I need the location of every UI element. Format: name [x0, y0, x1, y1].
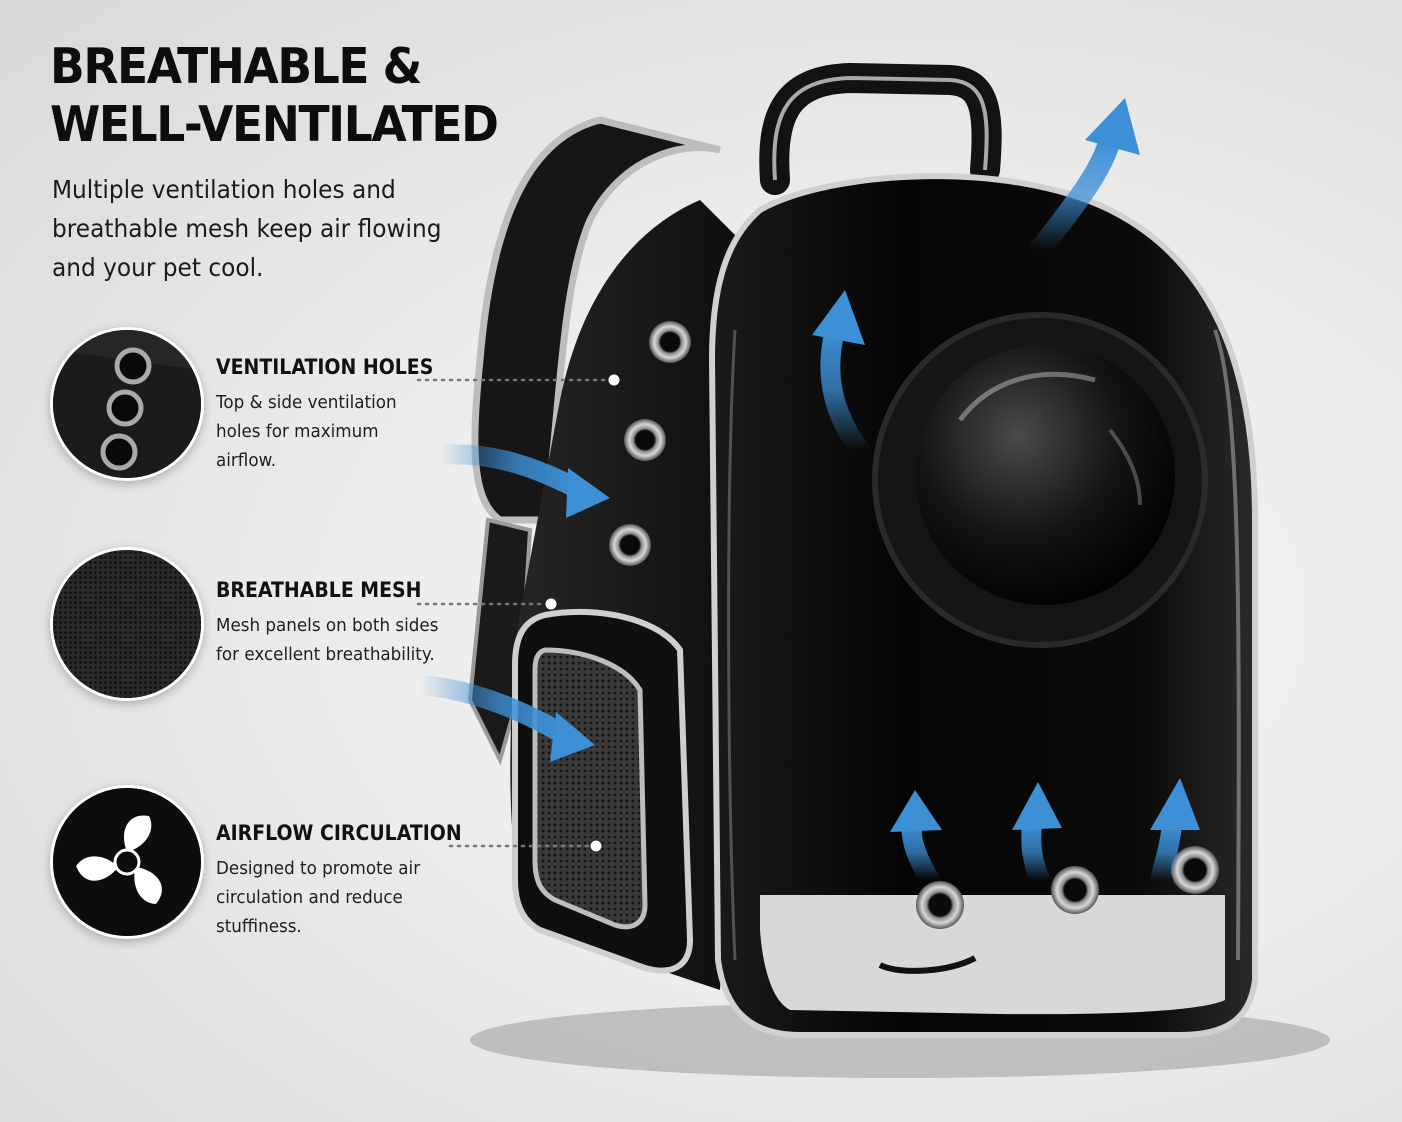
floor-clip — [878, 955, 977, 974]
shell-edge-highlight — [727, 329, 737, 961]
headline: BREATHABLE & WELL-VENTILATED — [50, 38, 499, 154]
airflow-arrow — [1029, 129, 1121, 261]
shell-highlight — [1213, 329, 1241, 961]
airflow-arrow — [820, 320, 870, 460]
feature-description: Top & side ventilation holes for maximum… — [216, 392, 397, 471]
feature-title: AIRFLOW CIRCULATION — [216, 821, 462, 845]
airflow-arrow-head — [812, 290, 865, 345]
subtitle: Multiple ventilation holes and breathabl… — [52, 175, 442, 282]
dome-reflection — [958, 371, 1096, 422]
airflow-arrow-head — [1150, 778, 1200, 830]
mesh-panel — [532, 647, 648, 930]
top-handle-trim — [772, 75, 989, 181]
feature-title: BREATHABLE MESH — [216, 578, 422, 602]
top-handle — [759, 62, 1002, 195]
feature-breathable-mesh: BREATHABLE MESH Mesh panels on both side… — [216, 578, 456, 669]
ventilation-holes-icon — [50, 327, 204, 481]
airflow-arrow-head — [1012, 782, 1062, 830]
headline-line-1: BREATHABLE & — [50, 38, 422, 95]
airflow-arrow-head — [1085, 98, 1140, 155]
airflow-arrow — [1021, 815, 1050, 890]
side-vent-hole — [609, 524, 651, 566]
callout-dot — [607, 373, 621, 387]
bottom-vent-hole — [916, 881, 964, 929]
feature-description: Mesh panels on both sides for excellent … — [216, 615, 439, 665]
callout-dot — [544, 597, 558, 611]
dome-reflection-2 — [1108, 428, 1142, 506]
airflow-arrow-head — [890, 790, 942, 832]
mesh-texture-icon — [50, 547, 204, 701]
side-vent-hole — [649, 321, 691, 363]
airflow-arrow — [1150, 815, 1182, 890]
fan-icon — [50, 785, 204, 939]
feature-airflow-circulation: AIRFLOW CIRCULATION Designed to promote … — [216, 821, 462, 941]
feature-title: VENTILATION HOLES — [216, 355, 434, 379]
bottom-vent-hole — [1051, 866, 1099, 914]
airflow-arrow-head — [550, 712, 595, 762]
side-vent-hole — [624, 419, 666, 461]
airflow-arrow-head — [566, 468, 610, 518]
feature-description: Designed to promote air circulation and … — [216, 858, 421, 937]
dome-window — [915, 345, 1175, 605]
airflow-arrow — [410, 675, 575, 745]
inner-floor-pad — [760, 895, 1225, 1015]
headline-line-2: WELL-VENTILATED — [50, 96, 499, 153]
feature-ventilation-holes: VENTILATION HOLES Top & side ventilation… — [216, 355, 456, 475]
callout-dot — [589, 839, 603, 853]
bottom-vent-hole — [1171, 846, 1219, 894]
